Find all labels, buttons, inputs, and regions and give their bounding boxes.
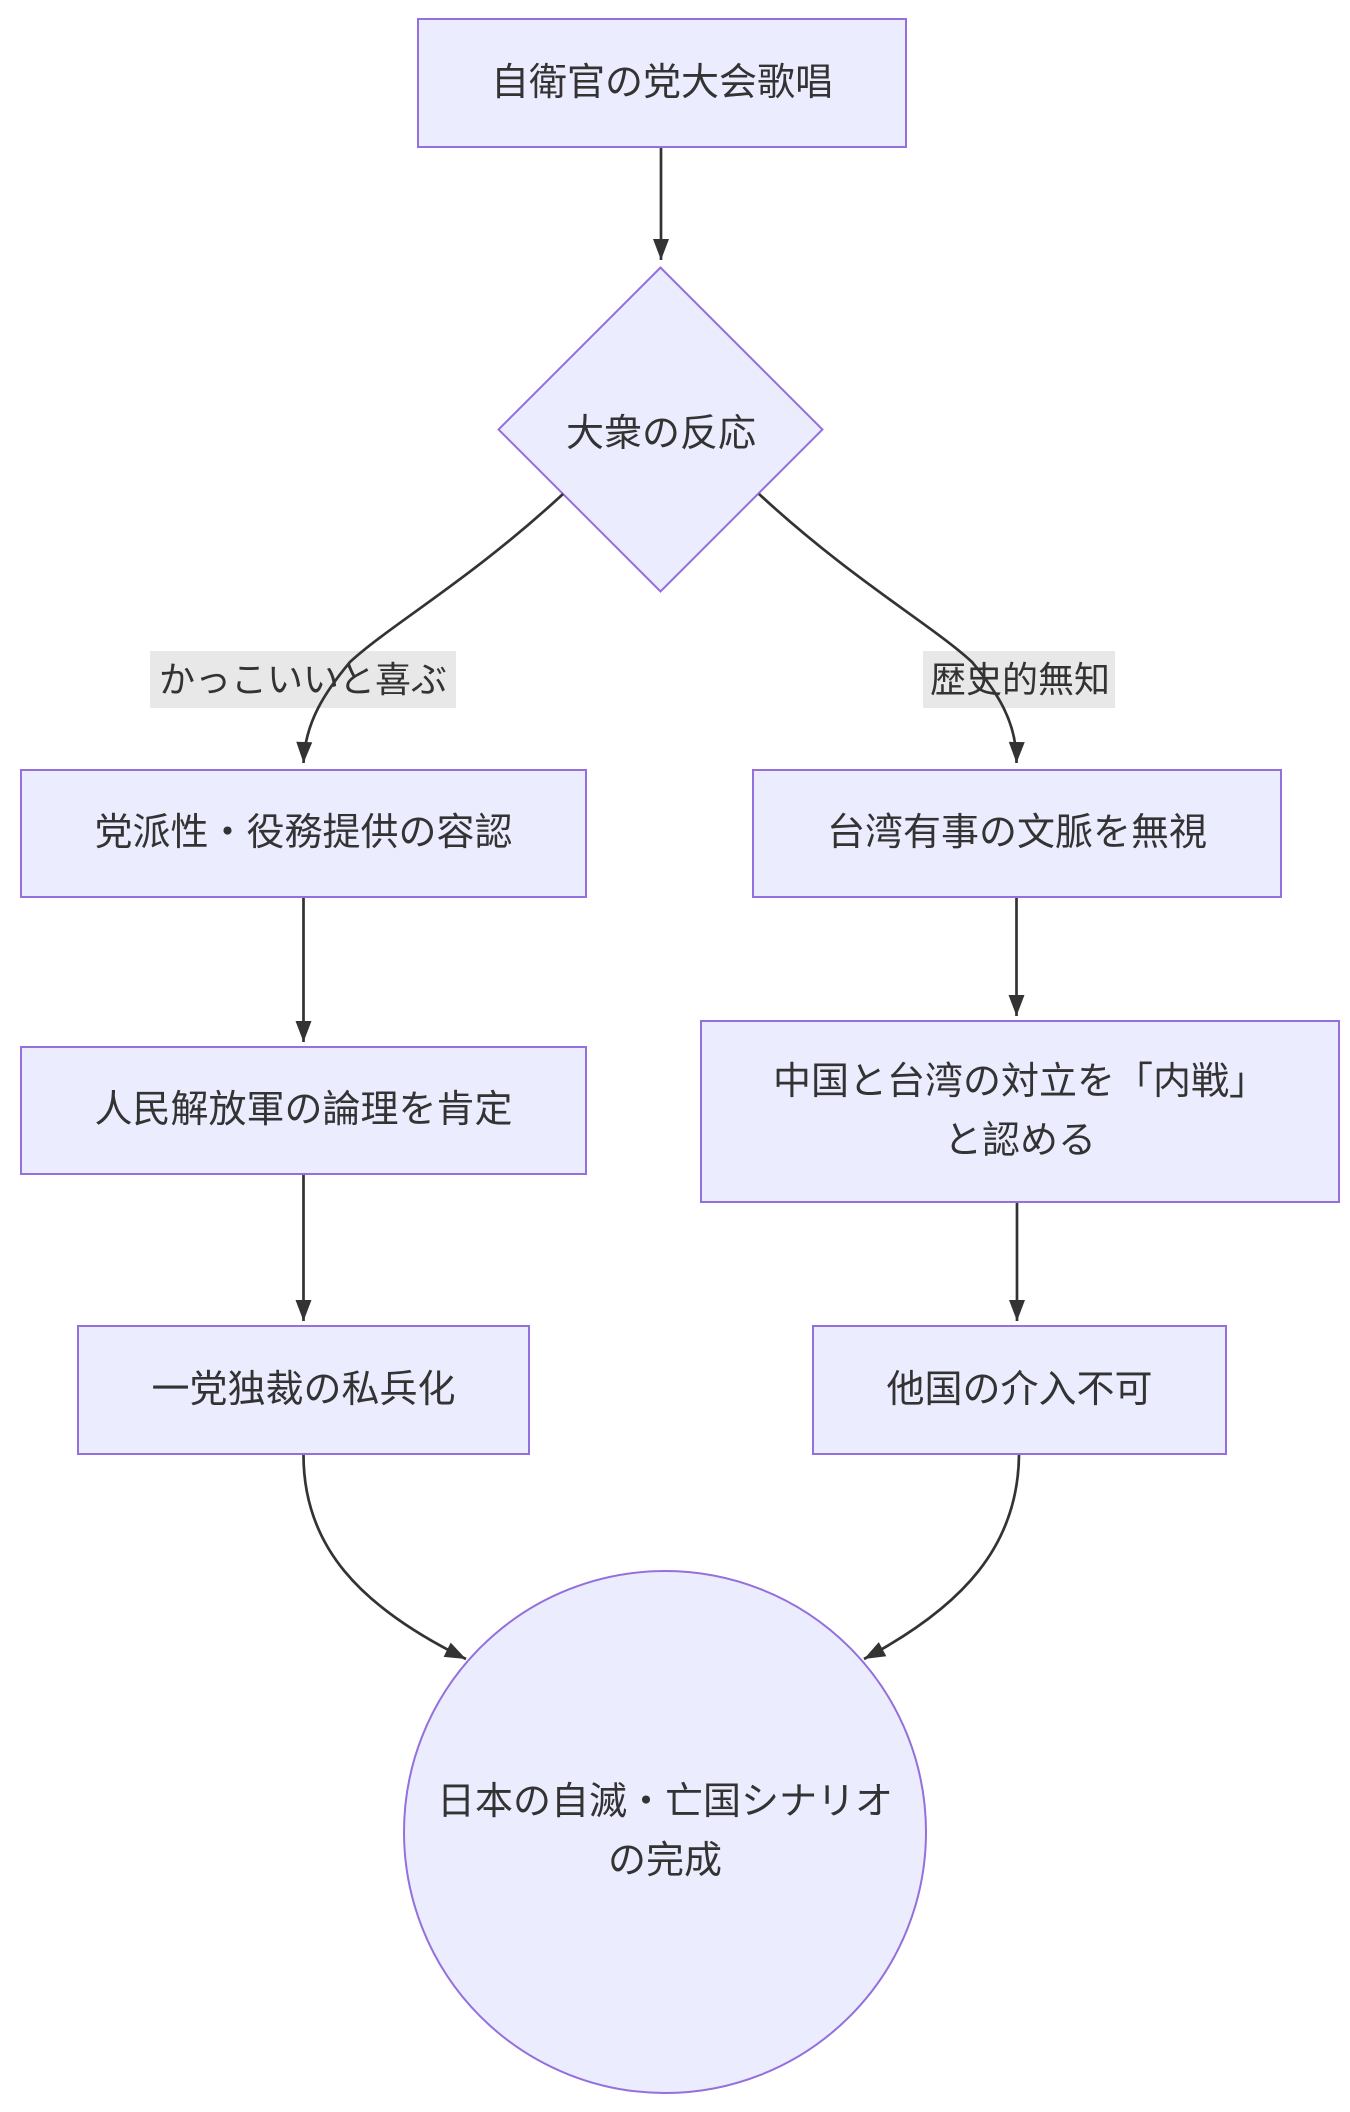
node-end-line2: の完成	[607, 1840, 722, 1882]
node-public-reaction: 大衆の反応	[565, 412, 756, 455]
node-no-foreign-intervention: 他国の介入不可	[812, 1325, 1227, 1455]
edge-label-historical-ignorance: 歴史的無知	[923, 651, 1115, 708]
edge-decision-to-left1	[296, 493, 564, 764]
edge-right3-to-end	[863, 1454, 1021, 1661]
node-accept-partisanship-service: 党派性・役務提供の容認	[20, 769, 587, 898]
node-one-party-private-army: 一党独裁の私兵化	[77, 1325, 530, 1455]
node-end-line1: 日本の自滅・亡国シナリオ	[436, 1781, 893, 1824]
node-japan-ruin-scenario-complete: 日本の自滅・亡国シナリオ の完成	[403, 1570, 927, 2094]
node-ignore-taiwan-contingency-context: 台湾有事の文脈を無視	[752, 769, 1282, 898]
node-admit-china-taiwan-civil-war: 中国と台湾の対立を「内戦」 と認める	[700, 1020, 1340, 1203]
node-affirm-pla-logic: 人民解放軍の論理を肯定	[20, 1046, 587, 1175]
node-admit-civil-war-line1: 中国と台湾の対立を「内戦」	[772, 1060, 1267, 1103]
edge-label-pleased-cool: かっこいいと喜ぶ	[150, 651, 456, 708]
node-admit-civil-war-line2: と認める	[943, 1119, 1096, 1162]
edge-decision-to-right1	[758, 493, 1025, 764]
node-sdf-party-congress-singing: 自衛官の党大会歌唱	[417, 18, 907, 148]
edge-left3-to-end	[302, 1454, 467, 1661]
